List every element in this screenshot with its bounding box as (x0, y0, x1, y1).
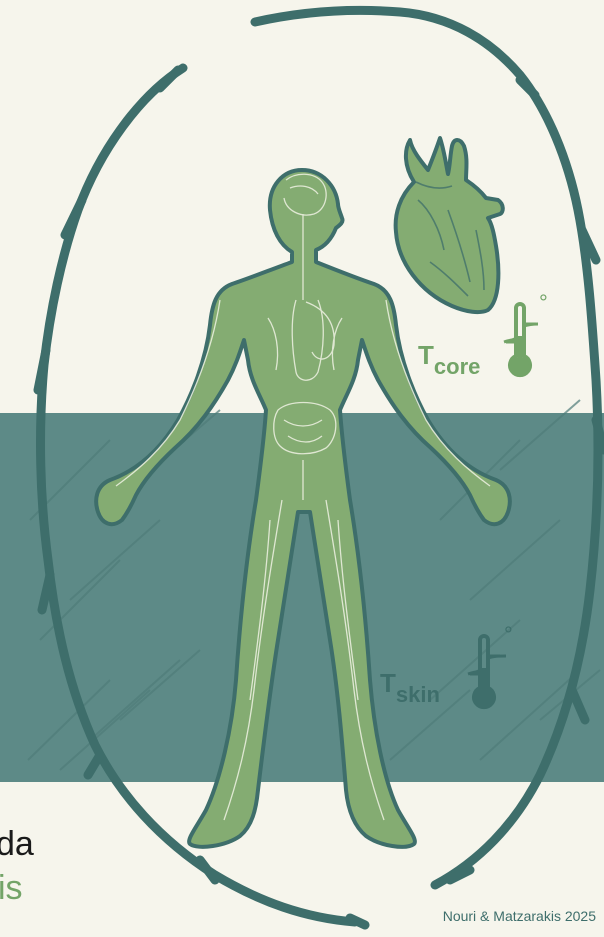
t-skin-label: Tskin (380, 670, 440, 696)
t-skin-sub: skin (396, 682, 440, 707)
cropped-text-line-2: is (0, 869, 23, 908)
t-skin-main: T (380, 668, 396, 698)
thermometer-icon (504, 304, 538, 375)
t-core-degree: ° (539, 292, 548, 314)
credit-text: Nouri & Matzarakis 2025 (443, 908, 596, 924)
cropped-text-line-1: da (0, 825, 34, 864)
t-skin-degree: ° (504, 624, 513, 646)
t-core-main: T (418, 340, 434, 370)
t-core-label: Tcore (418, 342, 480, 368)
heart-icon (396, 138, 503, 312)
t-core-sub: core (434, 354, 480, 379)
